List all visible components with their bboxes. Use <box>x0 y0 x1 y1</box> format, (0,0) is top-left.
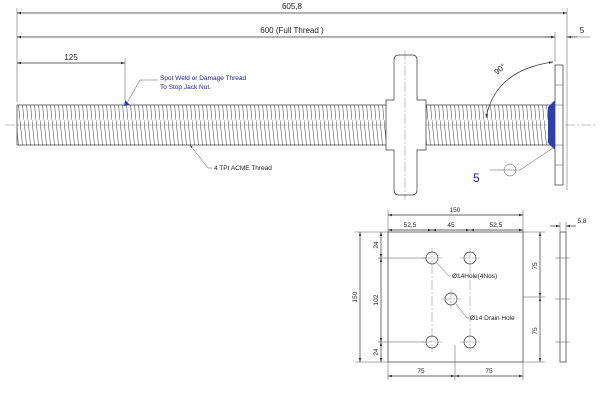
end-offset-label: 5 <box>580 26 585 35</box>
base-plate-side <box>554 64 564 186</box>
hole-gap-x-label: 45 <box>447 222 455 229</box>
dim-right-vertical: 75 75 <box>523 231 545 363</box>
weld-size-label: 5 <box>473 171 480 185</box>
dim-overall: 605,8 <box>16 2 568 190</box>
hole-edge-y-top-label: 24 <box>373 241 380 249</box>
dim-hole-spacing-x: 52,5 45 52,5 <box>388 222 523 232</box>
hole-note-text: Ø14Hole(4Nos) <box>452 273 497 280</box>
hole-edge-x-label: 52,5 <box>404 222 417 229</box>
plate-side-view: 5,8 <box>550 218 587 363</box>
thread-spec-note: 4 TPI ACME Thread <box>189 144 272 172</box>
hole-center-y-label: 102 <box>373 294 380 305</box>
drain-note: Ø14 Drain Hole <box>455 303 515 322</box>
plate-width-label: 150 <box>450 207 461 214</box>
plate-side <box>559 231 567 363</box>
right-top-label: 75 <box>532 262 539 270</box>
dim-plate-width: 150 <box>387 207 524 232</box>
right-bottom-label: 75 <box>532 327 539 335</box>
overall-length-label: 605,8 <box>282 2 303 11</box>
dim-hole-spacing-y: 24 102 24 <box>373 232 426 362</box>
dim-bottom-horizontal: 75 75 <box>387 345 524 380</box>
angle-label: 90° <box>493 62 508 77</box>
spot-weld-note-line2: To Stop Jack Nut. <box>160 84 211 91</box>
spot-weld-note: Spot Weld or Damage Thread To Stop Jack … <box>126 75 246 104</box>
dim-full-thread: 600 (Full Thread ) <box>17 26 556 62</box>
plate-view <box>387 231 524 363</box>
dim-spot-weld: 125 <box>17 53 126 100</box>
bottom-left-label: 75 <box>417 368 425 375</box>
hole-edge-x-right-label: 52,5 <box>490 222 503 229</box>
full-thread-label: 600 (Full Thread ) <box>260 26 324 35</box>
dim-end-offset: 5 <box>545 26 590 39</box>
thread-section-left <box>16 104 396 146</box>
plate-thickness-label: 5,8 <box>577 218 586 225</box>
spot-weld-offset-label: 125 <box>64 53 78 62</box>
hole-note: Ø14Hole(4Nos) <box>436 262 497 280</box>
spot-weld-note-line1: Spot Weld or Damage Thread <box>160 75 246 82</box>
bottom-right-label: 75 <box>485 368 493 375</box>
hole-edge-y-bottom-label: 24 <box>373 348 380 356</box>
rod-view <box>5 50 595 200</box>
weld-size-annotation: 5 <box>473 147 554 185</box>
base-plate <box>387 231 524 363</box>
plate-height-label: 150 <box>352 291 359 302</box>
jack-nut <box>385 54 427 196</box>
thread-spec-text: 4 TPI ACME Thread <box>214 165 272 172</box>
dim-plate-height: 150 <box>352 231 388 363</box>
weld-mark <box>548 100 555 150</box>
drain-note-text: Ø14 Drain Hole <box>470 315 515 322</box>
